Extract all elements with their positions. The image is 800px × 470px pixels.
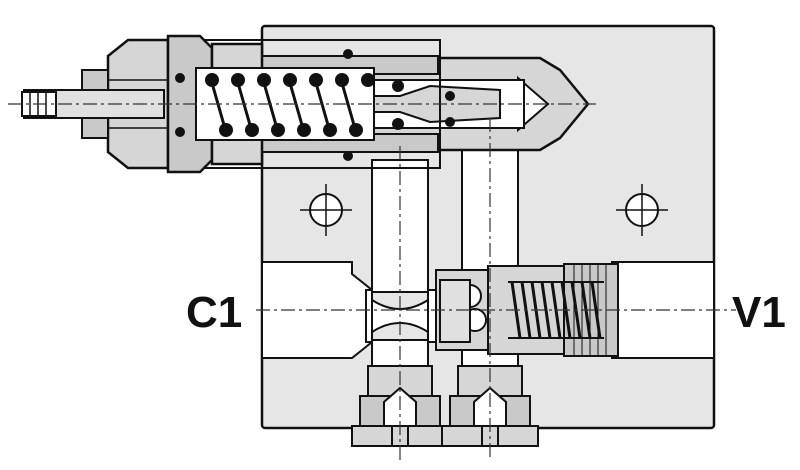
o-ring-seals	[175, 49, 455, 161]
mounting-hole-left	[300, 184, 352, 236]
mounting-hole-crosshair-icon	[300, 184, 668, 236]
port-label-c1: C1	[186, 288, 243, 337]
port-label-v1: V1	[732, 288, 786, 337]
mounting-hole-right	[616, 184, 668, 236]
centerlines	[8, 103, 736, 460]
